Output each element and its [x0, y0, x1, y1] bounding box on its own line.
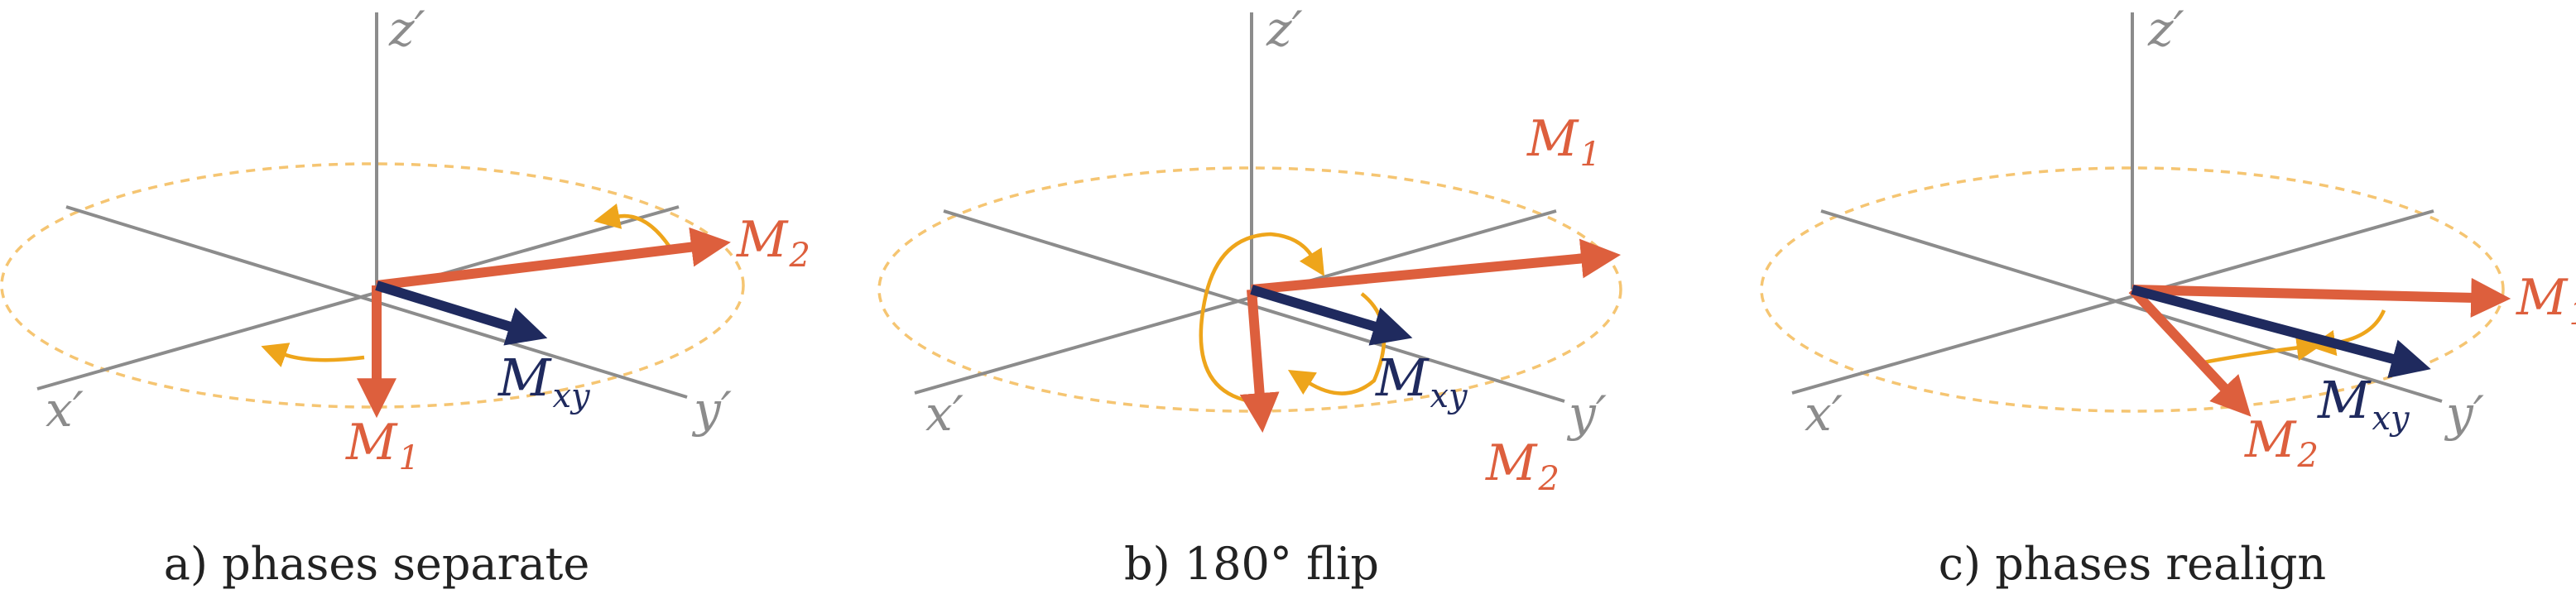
panel-c: z′ x′ y′ M1 M2 Mxy c) phases realign	[1760, 1, 2576, 590]
mxy-label: Mxy	[1375, 347, 1468, 415]
m2-label: M2	[2244, 411, 2319, 475]
m2-vector	[1251, 238, 1622, 295]
panel-b: z′ x′ y′ M1 M2 Mxy b) 180° flip	[877, 1, 1622, 590]
rotation-arrow	[1199, 232, 1325, 404]
x-axis-label: x′	[1805, 386, 1843, 442]
z-axis-label: z′	[1266, 1, 1303, 57]
m1-label: M1	[2516, 269, 2576, 333]
rotation-arrow	[2309, 309, 2386, 357]
m1-vector	[1239, 289, 1280, 434]
mxy-vector	[2131, 285, 2431, 378]
mxy-vector	[375, 280, 548, 346]
m2-vector	[376, 227, 731, 290]
m1-vector	[2131, 277, 2511, 318]
caption-a: a) phases separate	[164, 538, 590, 590]
y-axis-label: y′	[2444, 386, 2484, 442]
caption-b: b) 180° flip	[1124, 538, 1379, 590]
m2-vector	[2128, 285, 2252, 417]
mxy-label: Mxy	[2317, 370, 2410, 438]
x-axis	[36, 205, 680, 391]
m1-label: M1	[345, 414, 420, 477]
rotation-arrow	[261, 343, 365, 367]
z-axis-label: z′	[2147, 1, 2184, 57]
mxy-label: Mxy	[497, 347, 591, 415]
m1-label: M1	[1526, 110, 1601, 174]
mxy-vector	[1250, 285, 1413, 346]
caption-c: c) phases realign	[1939, 538, 2326, 590]
rotation-arrow	[594, 203, 672, 250]
precession-ellipse	[0, 162, 745, 409]
x-axis-label: x′	[925, 386, 964, 442]
y-axis-label: y′	[691, 381, 732, 438]
y-axis	[1820, 209, 2443, 403]
rotation-arrow	[2203, 334, 2324, 365]
panel-a: z′ x′ y′ M1 M2 Mxy a) phases separate	[0, 1, 810, 590]
x-axis-label: x′	[46, 381, 84, 438]
m2-label: M2	[736, 211, 810, 275]
m2-label: M2	[1485, 434, 1560, 498]
precession-ellipse	[877, 166, 1622, 413]
x-axis	[1791, 209, 2434, 395]
y-axis-label: y′	[1566, 386, 1607, 442]
x-axis	[914, 209, 1557, 395]
z-axis-label: z′	[388, 1, 425, 57]
